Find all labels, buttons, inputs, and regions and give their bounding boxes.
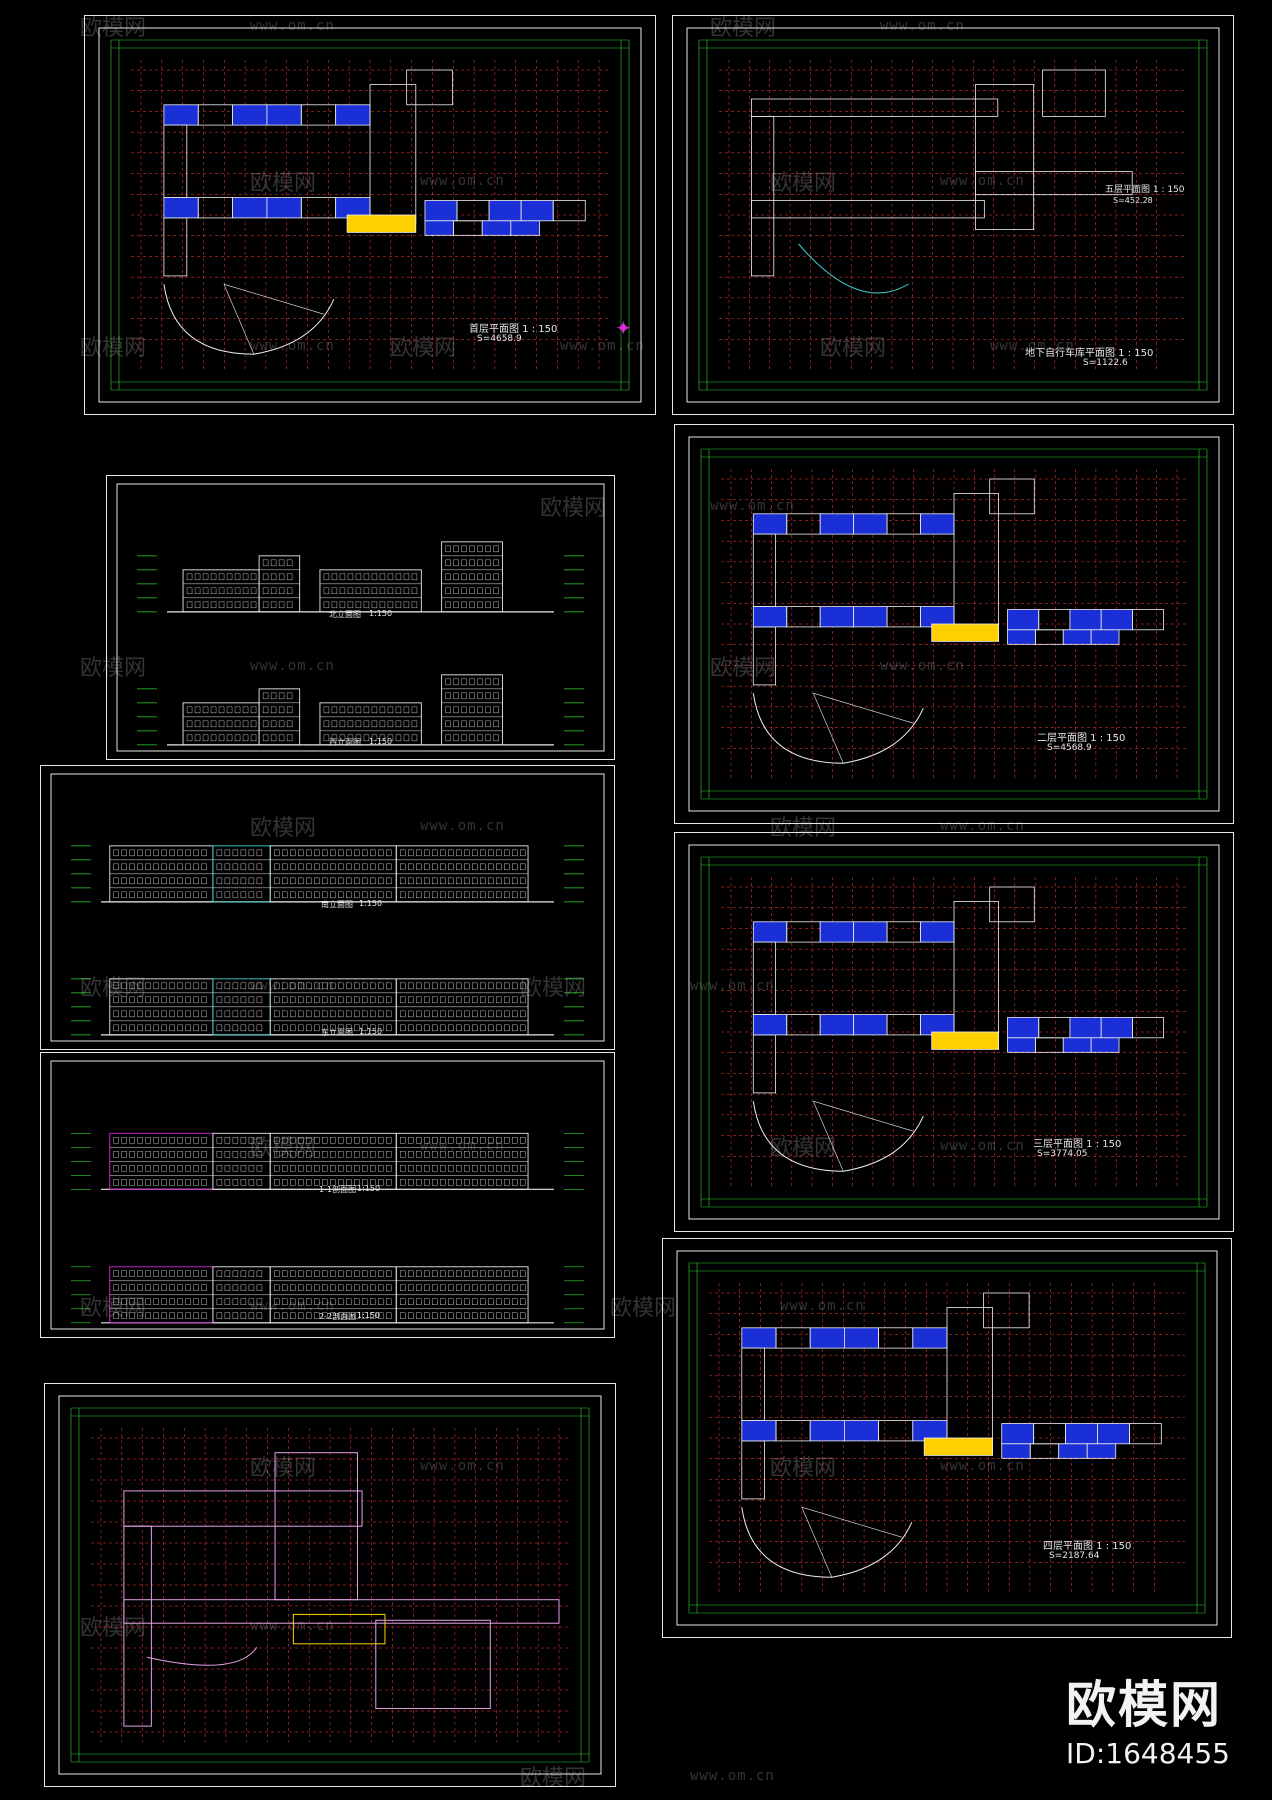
floor4-plan-drawing <box>676 1250 1218 1626</box>
sheet-roof-plan[interactable] <box>44 1383 616 1787</box>
north-elevation-scale: 1:150 <box>369 609 393 618</box>
brand-badge: 欧模网 ID:1648455 <box>1066 1665 1230 1770</box>
floor5-plan-area: S=452.28 <box>1113 196 1153 205</box>
floor2-plan-title: 二层平面图 1 : 150 <box>1037 733 1126 744</box>
sheet-south-east-elevations[interactable]: 南立面图 1:150 东立面图 1:150 <box>40 765 615 1050</box>
watermark-url: www.om.cn <box>690 1768 775 1784</box>
brand-badge-id: ID:1648455 <box>1066 1737 1230 1770</box>
south-elevation-scale: 1:150 <box>359 899 383 908</box>
section-11-scale: 1:150 <box>357 1184 381 1193</box>
brand-badge-name: 欧模网 <box>1066 1676 1223 1734</box>
section-22-title: 2-2剖面图 <box>319 1312 357 1321</box>
sheet-floor2-plan[interactable]: 二层平面图 1 : 150 S=4568.9 <box>674 424 1234 824</box>
sheet-floor4-plan[interactable]: 四层平面图 1 : 150 S=2187.64 <box>662 1238 1232 1638</box>
roof-plan-drawing <box>58 1395 602 1775</box>
west-elevation-title: 西立面图 <box>329 738 361 747</box>
floor1-plan-title: 首层平面图 1 : 150 <box>469 324 558 335</box>
floor1-plan-drawing <box>98 27 642 403</box>
floor3-plan-title: 三层平面图 1 : 150 <box>1033 1139 1122 1150</box>
basement-plan-drawing <box>686 27 1220 403</box>
section-drawing <box>50 1060 605 1330</box>
east-elevation-scale: 1:150 <box>359 1027 383 1036</box>
sheet-floor1-plan[interactable]: 首层平面图 1 : 150 S=4658.9 ✦ <box>84 15 656 415</box>
floor3-plan-area: S=3774.05 <box>1037 1149 1088 1159</box>
sheet-basement-plan[interactable]: 五层平面图 1 : 150 S=452.28 地下自行车库平面图 1 : 150… <box>672 15 1234 415</box>
section-22-scale: 1:150 <box>357 1311 381 1320</box>
south-elevation-title: 南立面图 <box>321 900 353 909</box>
basement-plan-title: 地下自行车库平面图 1 : 150 <box>1025 348 1154 359</box>
floor1-plan-area: S=4658.9 <box>477 334 522 344</box>
floor2-plan-area: S=4568.9 <box>1047 743 1092 753</box>
sheet-north-west-elevations[interactable]: 北立面图 1:150 西立面图 1:150 <box>106 475 615 760</box>
floor5-plan-title: 五层平面图 1 : 150 <box>1105 185 1185 195</box>
section-11-title: 1-1剖面图 <box>319 1185 357 1194</box>
floor4-plan-area: S=2187.64 <box>1049 1551 1100 1561</box>
north-elevation-title: 北立面图 <box>329 610 361 619</box>
floor3-plan-drawing <box>688 844 1220 1220</box>
north-elevation-drawing <box>116 483 605 752</box>
floor4-plan-title: 四层平面图 1 : 150 <box>1043 1541 1132 1552</box>
floor5-plan-inset <box>1087 56 1157 166</box>
north-arrow-icon: ✦ <box>615 316 632 340</box>
sheet-floor3-plan[interactable]: 三层平面图 1 : 150 S=3774.05 <box>674 832 1234 1232</box>
south-elevation-drawing <box>50 773 605 1042</box>
basement-plan-area: S=1122.6 <box>1083 358 1128 368</box>
sheet-sections[interactable]: 1-1剖面图 1:150 2-2剖面图 1:150 <box>40 1052 615 1338</box>
west-elevation-scale: 1:150 <box>369 737 393 746</box>
east-elevation-title: 东立面图 <box>321 1028 353 1037</box>
floor2-plan-drawing <box>688 436 1220 812</box>
